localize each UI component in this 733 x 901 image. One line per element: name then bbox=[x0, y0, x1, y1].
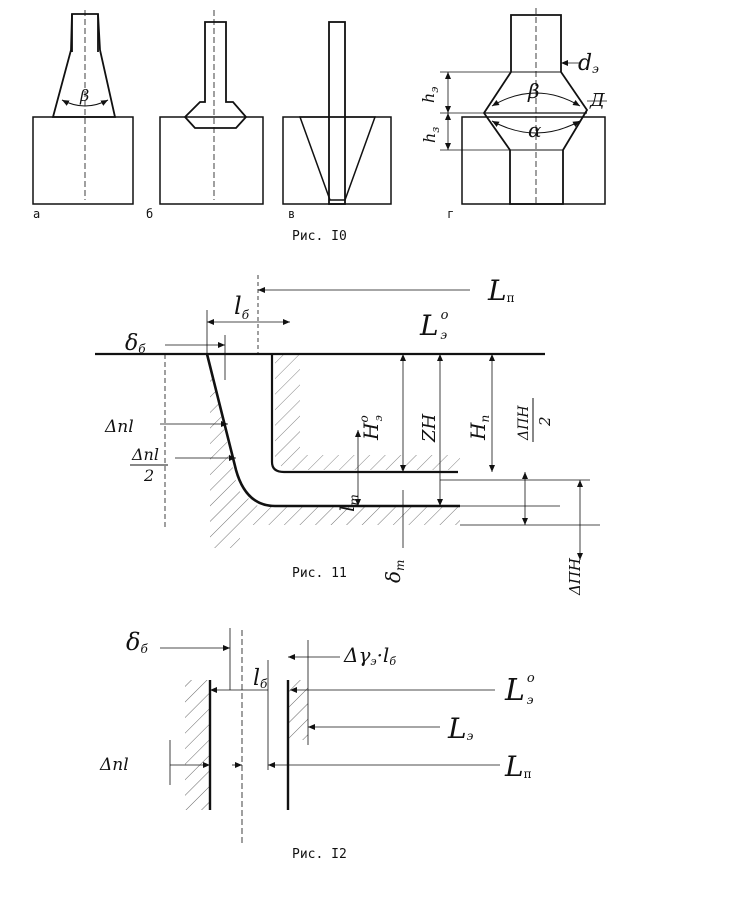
svg-text:lб: lб bbox=[253, 666, 268, 691]
svg-text:Hoэ: Hoэ bbox=[357, 415, 385, 441]
svg-text:δб: δб bbox=[126, 628, 148, 656]
fig10-h-bot: h bbox=[420, 133, 439, 143]
fig11-dpl-half-den: 2 bbox=[143, 466, 154, 485]
fig11-caption: Рис. 11 bbox=[292, 566, 347, 581]
svg-text:lб: lб bbox=[234, 292, 250, 322]
fig11-dpn-half-den: 2 bbox=[536, 416, 554, 427]
fig11-Ln: L bbox=[487, 274, 507, 307]
svg-text:Hп: Hп bbox=[466, 415, 492, 441]
svg-text:Lп: Lп bbox=[504, 750, 532, 783]
panel-v: в bbox=[282, 21, 392, 221]
fig12-lb: l bbox=[253, 666, 260, 691]
svg-text:Lэ: Lэ bbox=[447, 712, 474, 745]
panel-g: hэ hз β α dэ Д г bbox=[419, 8, 607, 221]
fig10-h-top-sub: э bbox=[428, 87, 441, 93]
fig10-d-sub: э bbox=[592, 62, 599, 76]
fig10-panel-v-label: в bbox=[288, 207, 295, 221]
svg-text:δт: δт bbox=[381, 560, 407, 583]
fig12-delta-b-sub: б bbox=[140, 642, 148, 656]
svg-text:lт: lт bbox=[335, 494, 361, 512]
fig11-ZH: ZH bbox=[419, 413, 440, 443]
svg-text:δб: δб bbox=[125, 331, 146, 356]
fig12-dgamma-sub: э bbox=[370, 655, 376, 668]
svg-text:Δγэ·lб: Δγэ·lб bbox=[343, 643, 396, 668]
fig11-H0-sup: o bbox=[357, 415, 371, 422]
fig12-Ln: L bbox=[504, 750, 524, 783]
fig12-dpl: Δпl bbox=[99, 755, 129, 775]
fig11-H0-sub: э bbox=[372, 415, 385, 421]
fig11-L0-sup: o bbox=[441, 308, 449, 323]
fig11-Hn-sub: п bbox=[478, 415, 492, 423]
fig12-L0: L bbox=[504, 673, 525, 708]
fig10-alpha: α bbox=[528, 118, 542, 142]
fig11-H0: H bbox=[359, 422, 383, 441]
fig11-dpl-half-num: Δпl bbox=[131, 445, 159, 464]
fig11-delta-t-sub: т bbox=[393, 560, 407, 571]
fig11-delta-b: δ bbox=[125, 331, 138, 356]
svg-text:hз: hз bbox=[420, 127, 442, 143]
fig10-caption: Рис. I0 bbox=[292, 229, 347, 244]
fig10-beta-g: β bbox=[527, 79, 540, 103]
fig11-L0-sub: э bbox=[440, 328, 447, 342]
fig12-dgamma: Δγ bbox=[343, 643, 370, 667]
fig10-h-bot-sub: з bbox=[429, 127, 442, 133]
fig11-lt-sub: т bbox=[347, 494, 361, 505]
fig11-delta-t: δ bbox=[381, 571, 405, 583]
fig11-lb-sub: б bbox=[242, 308, 250, 322]
fig11-Ln-sub: п bbox=[507, 291, 515, 305]
fig12-Le-sub: э bbox=[467, 729, 474, 743]
fig12-dgamma-l-sub: б bbox=[389, 655, 396, 668]
panel-b: б bbox=[146, 10, 264, 221]
fig11-L0: L bbox=[419, 309, 439, 342]
fig11-dpn: ΔПН bbox=[566, 557, 584, 596]
fig10-h-top: h bbox=[419, 93, 438, 103]
fig11-delta-b-sub: б bbox=[138, 342, 146, 356]
svg-text:Lп: Lп bbox=[487, 274, 515, 307]
svg-text:dэ: dэ bbox=[578, 51, 599, 76]
panel-a: β а bbox=[32, 10, 134, 221]
svg-text:Loэ: Loэ bbox=[504, 671, 535, 708]
fig12-caption: Рис. I2 bbox=[292, 847, 347, 862]
fig12-L0-sub: э bbox=[527, 693, 534, 707]
fig10-beta-a: β bbox=[79, 86, 89, 105]
fig12-Ln-sub: п bbox=[524, 767, 532, 781]
fig11-dpn-half-num: ΔПН bbox=[516, 405, 532, 441]
fig10-panel-a-label: а bbox=[33, 207, 40, 221]
fig10-panel-g-label: г bbox=[447, 207, 454, 221]
svg-text:hэ: hэ bbox=[419, 87, 441, 103]
fig12-Le: L bbox=[447, 712, 467, 745]
fig12-L0-sup: o bbox=[527, 671, 535, 686]
fig10-d: d bbox=[578, 51, 592, 76]
fig11-lt: l bbox=[335, 506, 359, 512]
fig12-lb-sub: б bbox=[260, 677, 268, 691]
figure-10: β а б в bbox=[32, 8, 607, 244]
fig12-dgamma-l: ·l bbox=[377, 643, 390, 667]
svg-text:Loэ: Loэ bbox=[419, 308, 449, 342]
fig11-Hn: H bbox=[466, 422, 490, 441]
fig11-dpl: Δпl bbox=[104, 417, 134, 437]
fig10-panel-b-label: б bbox=[146, 207, 153, 221]
fig12-delta-b: δ bbox=[126, 628, 140, 656]
fig11-lb: l bbox=[234, 292, 242, 320]
fig10-D: Д bbox=[589, 90, 605, 111]
